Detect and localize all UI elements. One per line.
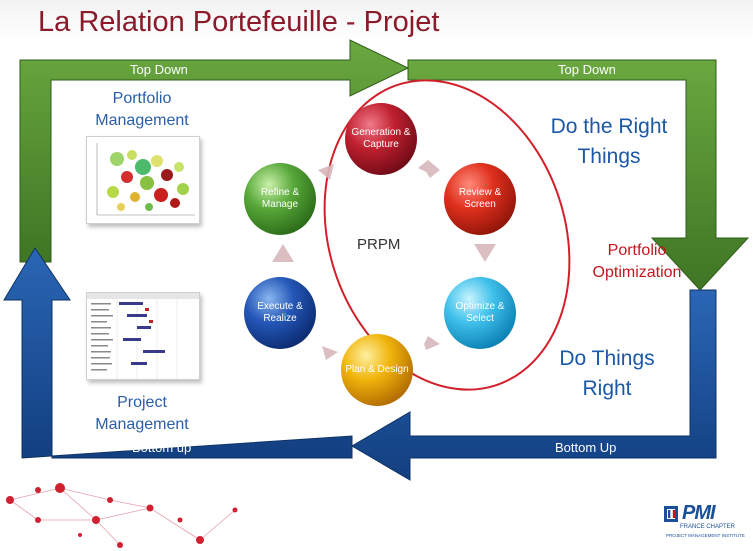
pmi-subtitle-institute: PROJECT MANAGEMENT INSTITUTE (666, 533, 745, 538)
project-gantt-thumbnail (86, 292, 200, 380)
do-right-things-label: Do the Right Things (550, 115, 668, 168)
sphere-plan (341, 334, 413, 406)
step-refine-label: Refine & Manage (260, 187, 300, 210)
bubble-chart-icon (87, 137, 199, 223)
step-optimize-label: Optimize & Select (455, 301, 505, 324)
pmi-wordmark: PMI (682, 502, 716, 524)
step-generation-label: Generation & Capture (351, 127, 411, 150)
cycle-arrow-6 (318, 164, 334, 180)
cycle-arrow-2 (474, 244, 496, 262)
pmi-logo-graphic (664, 506, 678, 522)
cycle-arrow-3 (424, 336, 440, 350)
sphere-review (444, 163, 516, 235)
prpm-label: PRPM (357, 236, 401, 253)
cycle-arrow-5 (272, 244, 294, 262)
page-title: La Relation Portefeuille - Projet (38, 6, 440, 38)
blue-arrow-left (3, 247, 353, 459)
title-bar-background (0, 0, 753, 40)
sphere-execute (244, 277, 316, 349)
bottom-up-left-label: Bottom up (132, 440, 192, 455)
green-arrow-right (407, 59, 750, 291)
top-down-right-label: Top Down (558, 62, 616, 77)
pmi-subtitle-chapter: FRANCE CHAPTER (680, 524, 736, 530)
project-management-label: Project Management (95, 394, 189, 433)
sphere-refine (244, 163, 316, 235)
portfolio-management-label: Portfolio Management (95, 90, 189, 129)
gantt-chart-icon (87, 293, 199, 379)
cycle-arrow-4 (322, 346, 338, 360)
portfolio-bubble-chart-thumbnail (86, 136, 200, 224)
step-plan-label: Plan & Design (345, 364, 409, 375)
blue-arrow-right (351, 289, 717, 481)
step-review-label: Review & Screen (458, 187, 502, 210)
portfolio-ellipse (323, 79, 571, 391)
portfolio-optimization-label: Portfolio Optimization (592, 242, 682, 281)
pmi-logo: PMI FRANCE CHAPTER PROJECT MANAGEMENT IN… (662, 500, 746, 542)
top-down-left-label: Top Down (130, 62, 188, 77)
green-arrow-left (19, 39, 410, 263)
decorative-network (6, 483, 238, 548)
do-things-right-label: Do Things Right (559, 347, 655, 400)
sphere-generation (345, 103, 417, 175)
bottom-up-right-label: Bottom Up (555, 440, 617, 455)
sphere-optimize (444, 277, 516, 349)
step-execute-label: Execute & Realize (257, 301, 303, 324)
cycle-arrows (272, 160, 496, 360)
cycle-arrow-1 (418, 160, 440, 178)
